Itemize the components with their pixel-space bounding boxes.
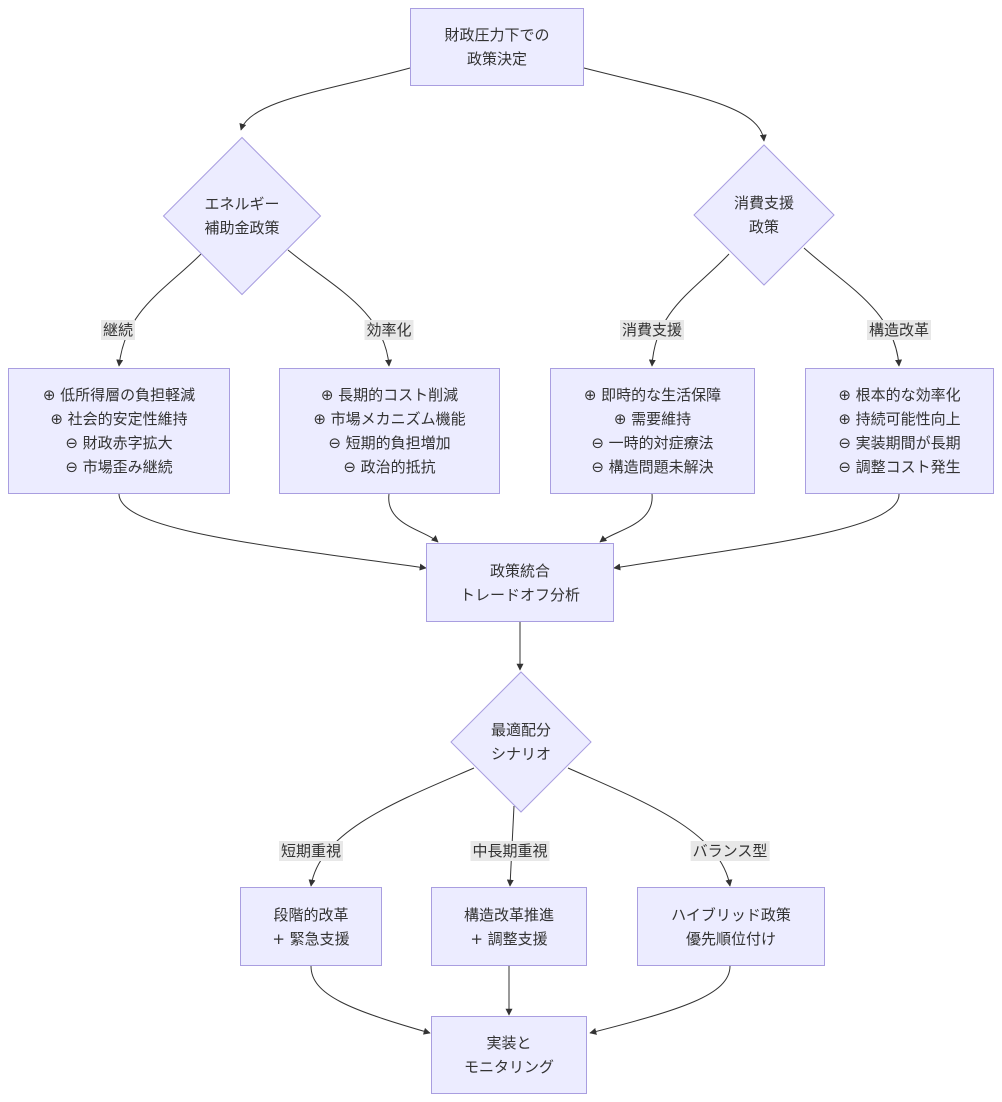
root-node[interactable]: 財政圧力下での 政策決定 bbox=[410, 8, 584, 86]
reform-outcome-box[interactable]: ⊕ 根本的な効率化 ⊕ 持続可能性向上 ⊖ 実装期間が長期 ⊖ 調整コスト発生 bbox=[805, 368, 994, 494]
edge-root-energy bbox=[239, 67, 411, 131]
integration-node[interactable]: 政策統合 トレードオフ分析 bbox=[426, 543, 614, 622]
support-outcome-box[interactable]: ⊕ 即時的な生活保障 ⊕ 需要維持 ⊖ 一時的対症療法 ⊖ 構造問題未解決 bbox=[550, 368, 755, 494]
root-line-2: 政策決定 bbox=[466, 50, 527, 68]
continue-item-3: ⊖ 財政赤字拡大 bbox=[65, 434, 173, 452]
implementation-node[interactable]: 実装と モニタリング bbox=[431, 1016, 587, 1094]
short-term-line-2: + 緊急支援 bbox=[272, 929, 350, 948]
support-item-4: ⊖ 構造問題未解決 bbox=[591, 458, 714, 476]
mid-long-line-1: 構造改革推進 bbox=[463, 905, 554, 924]
edge-root-consumption bbox=[583, 67, 767, 142]
edge-reform-integration bbox=[613, 493, 900, 571]
balance-node[interactable]: ハイブリッド政策 優先順位付け bbox=[637, 887, 825, 966]
consumption-line-2: 政策 bbox=[748, 218, 779, 236]
support-item-2: ⊕ 需要維持 bbox=[613, 410, 692, 428]
edge-label-efficiency: 効率化 bbox=[364, 320, 414, 340]
implementation-line-2: モニタリング bbox=[463, 1058, 554, 1076]
edge-energy-continue bbox=[116, 253, 202, 367]
edge-support-integration bbox=[599, 493, 653, 543]
continue-item-4: ⊖ 市場歪み継続 bbox=[65, 458, 173, 476]
edge-efficiency-integration bbox=[388, 493, 439, 543]
edge-short-implement bbox=[310, 965, 431, 1035]
efficiency-item-4: ⊖ 政治的抵抗 bbox=[343, 458, 436, 476]
efficiency-item-1: ⊕ 長期的コスト削減 bbox=[320, 386, 459, 404]
efficiency-item-2: ⊕ 市場メカニズム機能 bbox=[313, 410, 466, 428]
optimal-line-2: シナリオ bbox=[490, 745, 551, 763]
implementation-line-1: 実装と bbox=[486, 1034, 532, 1052]
reform-item-2: ⊕ 持続可能性向上 bbox=[838, 410, 961, 428]
energy-line-1: エネルギー bbox=[204, 195, 280, 213]
edge-consumption-support bbox=[648, 253, 730, 367]
edge-label-continue: 継続 bbox=[100, 320, 136, 340]
continue-item-2: ⊕ 社会的安定性維持 bbox=[50, 410, 188, 428]
optimal-decision[interactable]: 最適配分 シナリオ bbox=[450, 671, 592, 813]
edge-consumption-reform bbox=[803, 247, 903, 367]
short-term-line-1: 段階的改革 bbox=[273, 905, 349, 924]
root-line-1: 財政圧力下での bbox=[444, 26, 550, 44]
edge-optimal-short bbox=[308, 767, 475, 887]
edge-label-reform: 構造改革 bbox=[866, 320, 932, 340]
edge-energy-efficiency bbox=[287, 249, 393, 367]
support-item-1: ⊕ 即時的な生活保障 bbox=[583, 386, 722, 404]
integration-line-1: 政策統合 bbox=[489, 561, 550, 580]
optimal-line-1: 最適配分 bbox=[490, 721, 551, 739]
balance-line-1: ハイブリッド政策 bbox=[671, 905, 791, 924]
edge-label-balance: バランス型 bbox=[690, 841, 770, 861]
efficiency-item-3: ⊖ 短期的負担増加 bbox=[328, 434, 451, 452]
edge-label-support: 消費支援 bbox=[619, 320, 685, 340]
consumption-line-1: 消費支援 bbox=[733, 194, 794, 212]
edge-balance-implement bbox=[589, 965, 731, 1035]
integration-line-2: トレードオフ分析 bbox=[459, 585, 580, 604]
continue-outcome-box[interactable]: ⊕ 低所得層の負担軽減 ⊕ 社会的安定性維持 ⊖ 財政赤字拡大 ⊖ 市場歪み継続 bbox=[8, 368, 230, 494]
support-item-3: ⊖ 一時的対症療法 bbox=[591, 434, 714, 452]
continue-item-1: ⊕ 低所得層の負担軽減 bbox=[42, 386, 196, 404]
edge-label-short: 短期重視 bbox=[278, 841, 344, 861]
edge-continue-integration bbox=[118, 493, 427, 571]
balance-line-2: 優先順位付け bbox=[685, 929, 776, 948]
edge-optimal-balance bbox=[567, 767, 733, 887]
reform-item-4: ⊖ 調整コスト発生 bbox=[838, 458, 961, 476]
mid-long-term-node[interactable]: 構造改革推進 + 調整支援 bbox=[431, 887, 587, 966]
efficiency-outcome-box[interactable]: ⊕ 長期的コスト削減 ⊕ 市場メカニズム機能 ⊖ 短期的負担増加 ⊖ 政治的抵抗 bbox=[279, 368, 500, 494]
consumption-decision[interactable]: 消費支援 政策 bbox=[693, 144, 835, 286]
energy-line-2: 補助金政策 bbox=[204, 219, 280, 237]
mid-long-line-2: + 調整支援 bbox=[470, 929, 548, 948]
edge-label-midlong: 中長期重視 bbox=[470, 841, 550, 861]
reform-item-1: ⊕ 根本的な効率化 bbox=[838, 386, 961, 404]
short-term-node[interactable]: 段階的改革 + 緊急支援 bbox=[240, 887, 382, 966]
reform-item-3: ⊖ 実装期間が長期 bbox=[838, 434, 961, 452]
energy-decision[interactable]: エネルギー 補助金政策 bbox=[162, 136, 322, 296]
